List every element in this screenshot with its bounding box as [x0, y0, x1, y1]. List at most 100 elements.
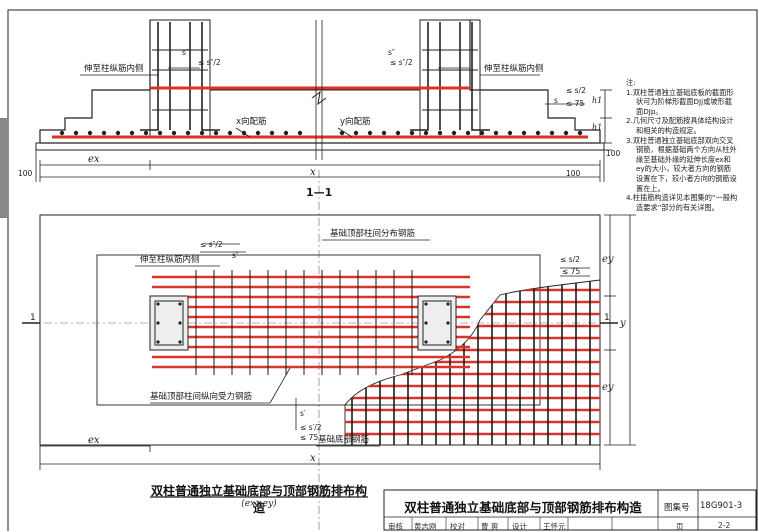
dim-x-elev: x [310, 167, 316, 178]
title-block-title: 双柱普通独立基础底部与顶部钢筋排布构造 [404, 500, 642, 515]
note-item: 3.双柱普通独立基础底部双向交叉钢筋，根据基础两个方向从柱外缘至基础外缘的延伸长… [626, 135, 737, 193]
rebar-dot [479, 130, 485, 136]
dim-h1-bottom: h1 [592, 123, 602, 132]
column-left [149, 19, 211, 139]
dim-x-plan: x [310, 453, 316, 464]
dim-100-vert: 100 [606, 149, 621, 158]
footing-step-outline [96, 254, 541, 406]
sheet-border [7, 9, 758, 531]
rebar-dot [269, 130, 275, 136]
y-rebar-label: y向配筋 [340, 116, 371, 127]
binding-tab [0, 118, 8, 218]
rebar-dot [59, 130, 65, 136]
bottom-rebar-mesh [345, 280, 600, 445]
top-distribution-label: 基础顶部柱间分布钢筋 [330, 228, 415, 239]
dim-h1-top: h1 [592, 96, 602, 105]
rebar-dot [227, 130, 233, 136]
dim-s-quote-half-elev-left: ≤ s″/2 [198, 58, 221, 67]
dim-s-quote-half-plan: ≤ s″/2 [200, 240, 223, 249]
section-mark: 1—1 [306, 186, 332, 199]
dim-ey-top: ey [602, 254, 614, 265]
footing-left-outline [39, 20, 151, 143]
dim-y-plan: y [619, 318, 626, 329]
rebar-dot [213, 130, 219, 136]
title-block-cell: 设计 [512, 522, 527, 531]
rebar-dot [367, 130, 373, 136]
rebar-dot [129, 130, 135, 136]
rebar-dot [437, 130, 443, 136]
rebar-dot [143, 130, 149, 136]
rebar-dot [297, 130, 303, 136]
dim-le75-plan-bottom: ≤ 75 [300, 433, 318, 442]
rebar-dot [185, 130, 191, 136]
dim-100-right-elev: 100 [566, 169, 581, 178]
title-block-cell: 审核 [388, 522, 403, 531]
plan-view [22, 214, 636, 470]
rebar-dot [549, 130, 555, 136]
blinding-layer [35, 142, 605, 151]
title-block-cell: 曹 爽 [481, 522, 499, 531]
elev-right-callout: 伸至柱纵筋内侧 [484, 63, 544, 74]
notes-head: 注: [626, 78, 636, 87]
x-rebar-label: x向配筋 [236, 116, 267, 127]
column-right [419, 19, 481, 139]
drawing-caption: 双柱普通独立基础底部与顶部钢筋排布构造 [150, 484, 367, 515]
title-block-cell: 2-2 [718, 521, 731, 530]
dim-ex-plan: ex [88, 435, 100, 446]
rebar-dot [157, 130, 163, 136]
rebar-dot [283, 130, 289, 136]
top-longitudinal-bars [195, 270, 413, 375]
section-cut-left: 1 [30, 313, 36, 323]
bottom-bars-label: 基础底部钢筋 [318, 434, 369, 445]
title-block [383, 489, 757, 531]
title-block-cell: 校对 [450, 522, 465, 531]
rebar-dot [381, 130, 387, 136]
dim-le75-elev: ≤ 75 [566, 99, 584, 108]
drawing-caption-subtitle: (ex>ey) [241, 499, 277, 509]
rebar-dot [535, 130, 541, 136]
rebar-dot [395, 130, 401, 136]
rebar-dot [87, 130, 93, 136]
rebar-dot [465, 130, 471, 136]
footing-right-outline [469, 20, 601, 143]
dim-s-elev: s [554, 96, 558, 105]
rebar-dot [493, 130, 499, 136]
rebar-dot [353, 130, 359, 136]
atlas-number: 18G901-3 [700, 501, 743, 511]
dim-s-quote-elev-left: s″ [182, 48, 189, 57]
dim-s-quote-half-elev-right: ≤ s″/2 [390, 58, 413, 67]
title-block-cell: 黄志刚 [414, 522, 437, 531]
dim-s-half-elev: ≤ s/2 [566, 86, 586, 95]
plan-callout: 伸至柱纵筋内侧 [140, 254, 200, 265]
note-item: 2.几何尺寸及配筋按具体结构设计和相关的构造规定。 [626, 116, 734, 135]
rebar-dot [577, 130, 583, 136]
top-distribution-bars [152, 275, 470, 369]
rebar-dot [255, 130, 261, 136]
rebar-dot [507, 130, 513, 136]
rebar-dot [101, 130, 107, 136]
dim-s-quote-plan: s″ [232, 251, 239, 260]
rebar-dot [115, 130, 121, 136]
dim-s-prime-half-plan: ≤ s′/2 [300, 423, 322, 432]
rebar-dot [563, 130, 569, 136]
note-item: 4.柱插筋构造详见本图集的“一般构造要求”部分的有关详图。 [626, 193, 738, 212]
rebar-dot [521, 130, 527, 136]
atlas-label: 图集号 [664, 503, 690, 513]
dim-100-left-elev: 100 [18, 169, 33, 178]
rebar-dot [451, 130, 457, 136]
dim-s-half-plan: ≤ s/2 [560, 255, 580, 264]
column-plan-left [149, 295, 189, 351]
rebar-dot [199, 130, 205, 136]
note-item: 1.双柱普通独立基础底板的截面形状可为阶梯形截面DJj或坡形截面DJp。 [626, 87, 734, 116]
rebar-dot [409, 130, 415, 136]
rebar-dot [73, 130, 79, 136]
title-block-cell: 页 [676, 522, 684, 531]
elev-left-callout: 伸至柱纵筋内侧 [84, 63, 144, 74]
top-longitudinal-label: 基础顶部柱间纵向受力钢筋 [150, 391, 252, 402]
elevation-section [35, 19, 612, 531]
rebar-dot [423, 130, 429, 136]
dim-ey-bottom: ey [602, 382, 614, 393]
rebar-dot [339, 130, 345, 136]
